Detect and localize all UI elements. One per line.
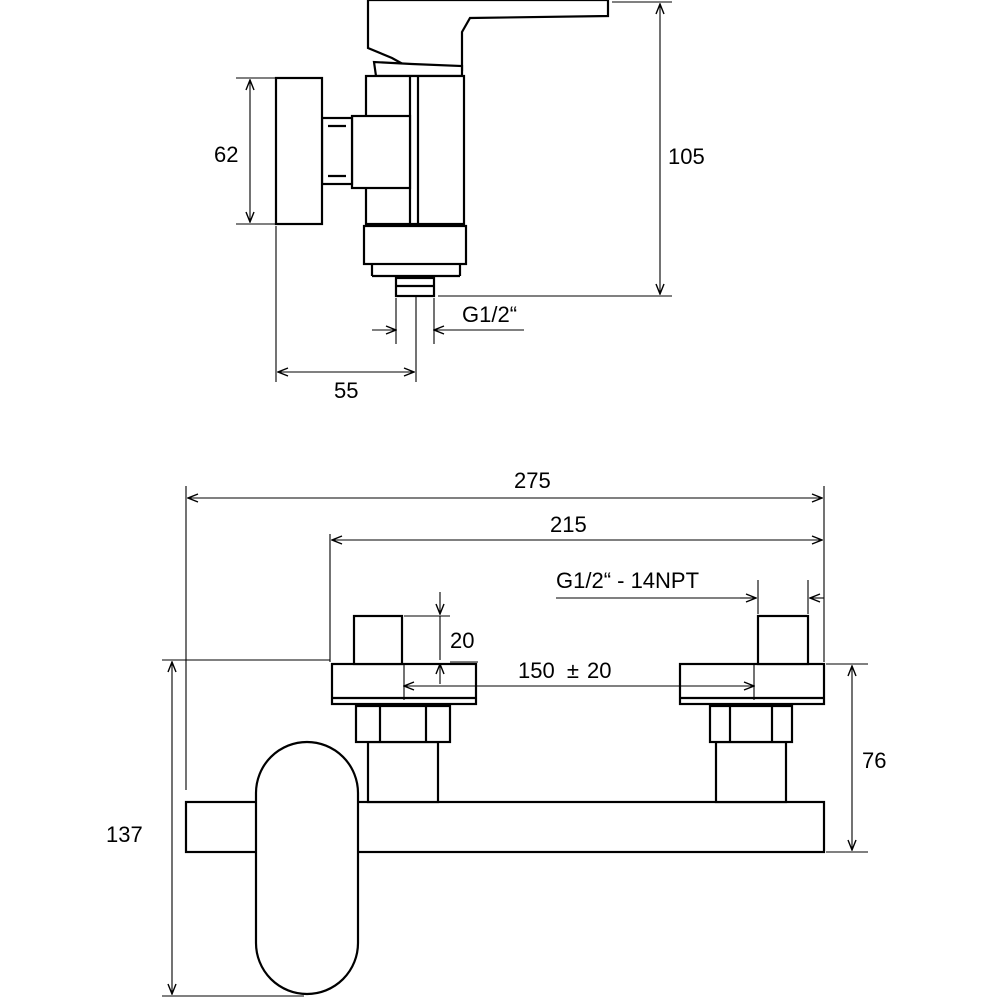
front-view: 275 215 G1/2“ - 14NPT 20 150 ± 20 76 137 — [106, 468, 886, 997]
dim-275-label: 275 — [514, 468, 551, 493]
side-view: 62 105 G1/2“ 55 — [214, 0, 705, 403]
dim-137-label: 137 — [106, 822, 143, 847]
dim-20-label: 20 — [450, 628, 474, 653]
dim-150-label: 150 ± 20 — [518, 658, 612, 683]
side-escutcheon — [274, 76, 324, 226]
side-connector — [350, 114, 412, 190]
dim-62-label: 62 — [214, 142, 238, 167]
left-pipe-stub — [352, 614, 404, 666]
side-connector-nut — [320, 116, 354, 186]
dim-150-value: 150 — [518, 658, 555, 683]
side-lever — [366, 0, 610, 72]
right-nut — [708, 704, 794, 744]
right-pipe-stub — [756, 614, 810, 666]
left-nut — [354, 704, 452, 744]
front-lever-oval — [254, 740, 360, 996]
dim-105-label: 105 — [668, 144, 705, 169]
dim-npt-label: G1/2“ - 14NPT — [556, 568, 699, 593]
dim-76-label: 76 — [862, 748, 886, 773]
dim-55-label: 55 — [334, 378, 358, 403]
left-stem — [366, 740, 440, 804]
side-neck — [372, 60, 464, 78]
right-stem — [714, 740, 788, 804]
dim-150-tolerance-sign: ± — [567, 658, 579, 683]
side-collar — [362, 224, 468, 266]
dim-thread-label: G1/2“ — [462, 302, 517, 327]
dim-215-label: 215 — [550, 512, 587, 537]
dim-150-tolerance: 20 — [587, 658, 611, 683]
